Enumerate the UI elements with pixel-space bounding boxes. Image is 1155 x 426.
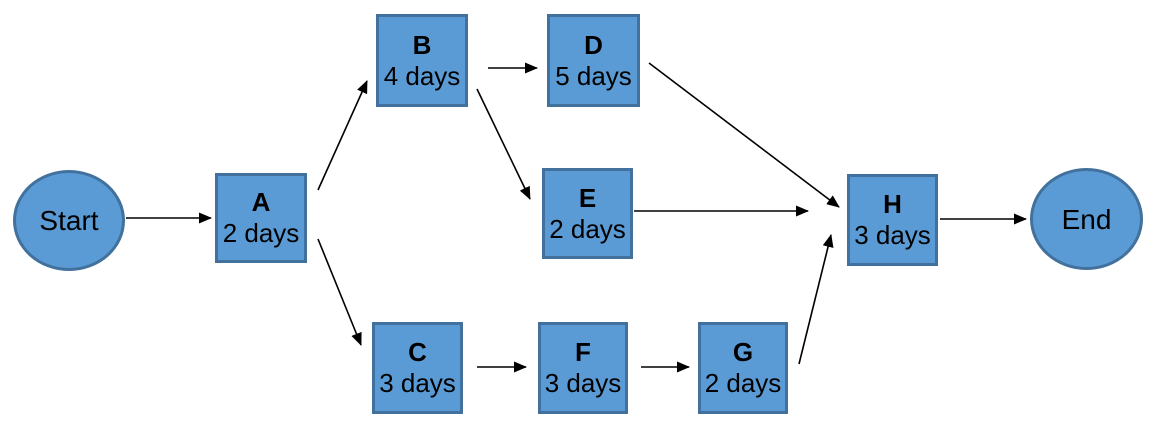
node-g-duration: 2 days: [704, 368, 782, 398]
edge-a-b: [317, 80, 368, 191]
node-d: D 5 days: [547, 14, 640, 107]
node-e-duration: 2 days: [549, 213, 626, 244]
node-f-label: F: [575, 337, 591, 367]
node-h-label: H: [883, 189, 902, 219]
node-d-label: D: [584, 29, 603, 60]
node-e-label: E: [578, 182, 597, 213]
edge-g-h: [798, 234, 834, 365]
node-h-duration: 3 days: [854, 220, 931, 250]
node-a-duration: 2 days: [222, 218, 300, 248]
node-d-duration: 5 days: [555, 60, 632, 91]
edge-b-e: [476, 88, 531, 200]
node-c-duration: 3 days: [379, 368, 456, 398]
node-b: B 4 days: [376, 14, 468, 107]
node-g: G 2 days: [698, 322, 788, 414]
node-c: C 3 days: [372, 322, 463, 414]
node-end-label: End: [1061, 203, 1112, 235]
node-b-duration: 4 days: [383, 60, 461, 91]
node-start-label: Start: [39, 205, 99, 236]
node-f-duration: 3 days: [544, 368, 622, 398]
node-g-label: G: [732, 337, 754, 367]
node-b-label: B: [412, 29, 432, 60]
node-e: E 2 days: [542, 168, 633, 259]
node-a: A 2 days: [215, 173, 307, 263]
edge-a-c: [317, 238, 362, 346]
node-a-label: A: [251, 187, 271, 217]
node-start: Start: [13, 170, 125, 271]
node-c-label: C: [408, 337, 427, 367]
node-f: F 3 days: [538, 322, 628, 414]
node-end: End: [1030, 168, 1143, 270]
node-h: H 3 days: [847, 174, 938, 266]
edge-d-h: [648, 62, 840, 208]
